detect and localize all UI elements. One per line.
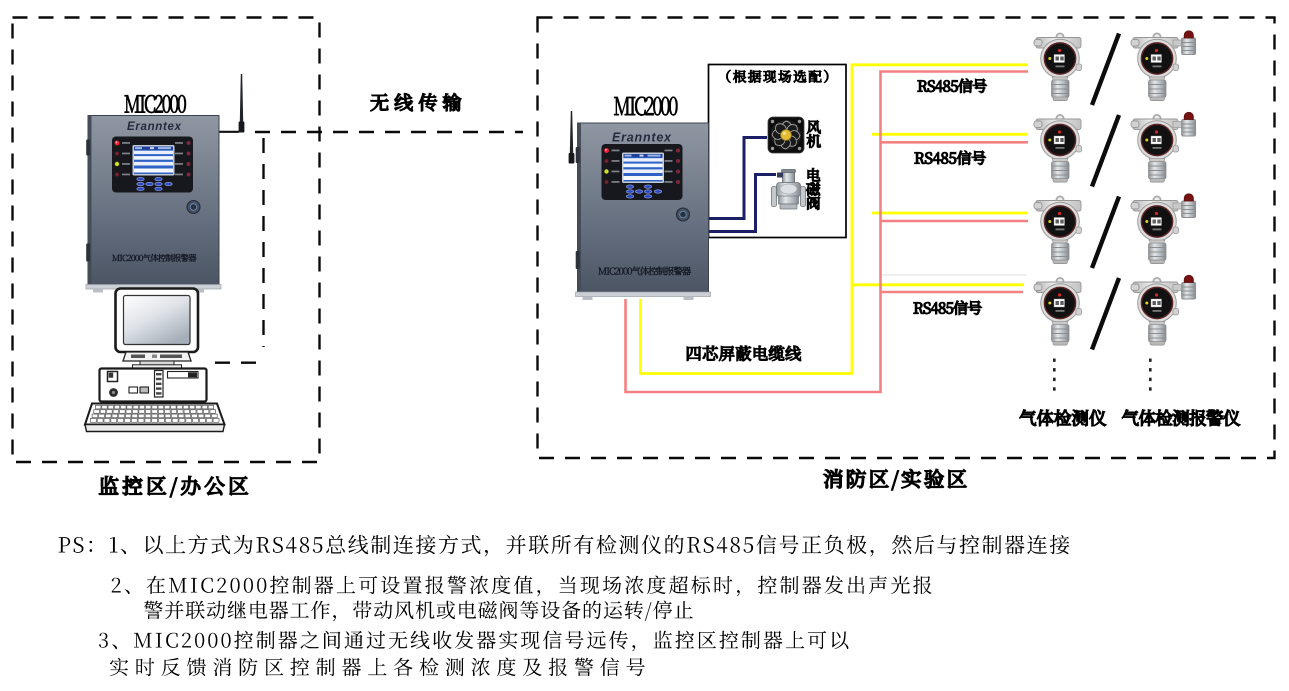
svg-text:Eranntex: Eranntex — [612, 131, 672, 145]
svg-text:Eranntex: Eranntex — [127, 121, 182, 133]
